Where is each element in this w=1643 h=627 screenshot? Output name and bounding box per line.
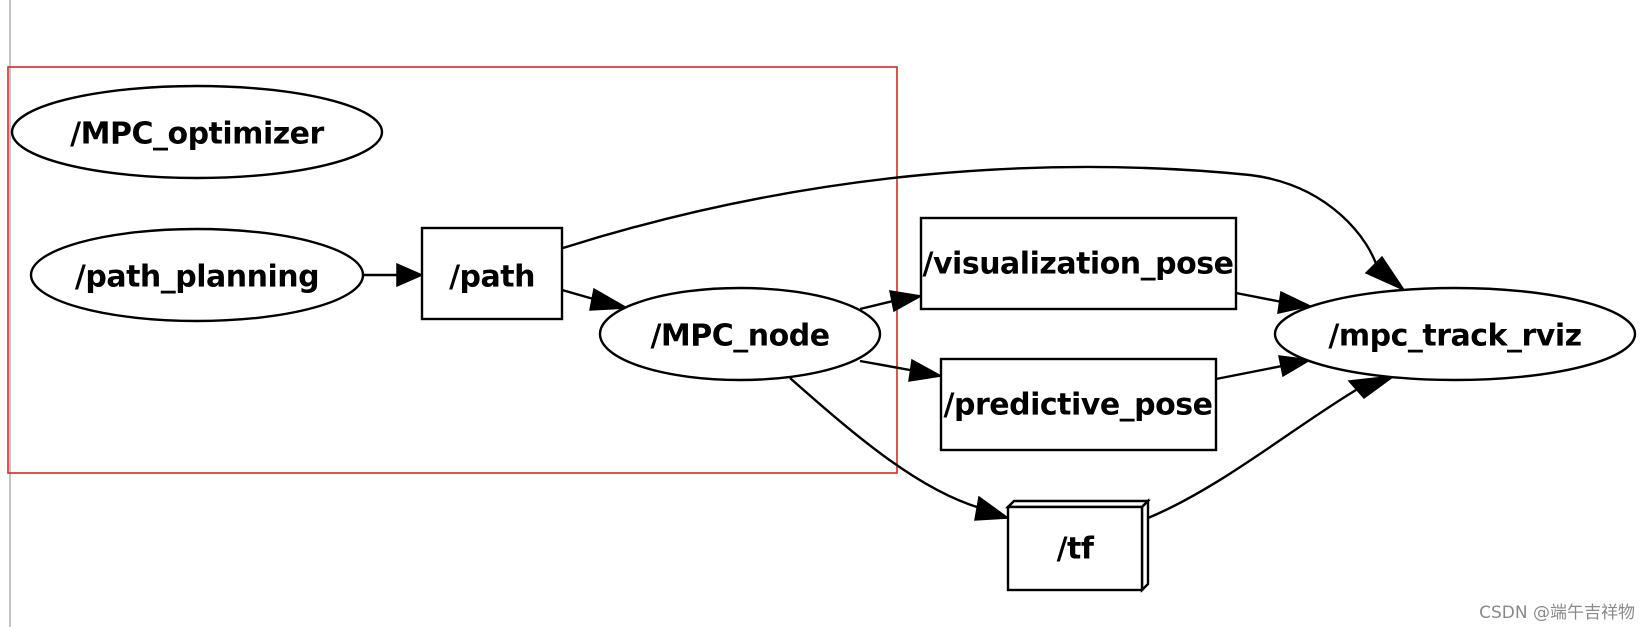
arrowhead-predictive-pose <box>908 358 944 382</box>
node-label: /path <box>449 260 535 295</box>
arrowhead-mpc-track-rviz-top <box>1364 255 1407 292</box>
arrowhead-rviz-from-visualization <box>1277 290 1313 314</box>
node-path-planning[interactable]: /path_planning <box>29 227 365 323</box>
node-predictive-pose[interactable]: /predictive_pose <box>939 357 1218 452</box>
node-label: /mpc_track_rviz <box>1328 319 1581 354</box>
arrowhead-tf <box>974 495 1011 521</box>
node-label: /MPC_node <box>650 319 829 354</box>
edge-tf-to-rviz <box>1147 388 1357 520</box>
node-label: /visualization_pose <box>923 247 1234 282</box>
node-mpc-node[interactable]: /MPC_node <box>598 286 882 382</box>
edge-visualization-pose-to-rviz <box>1235 291 1283 304</box>
node-label: /path_planning <box>75 260 319 295</box>
arrowhead-rviz-from-predictive <box>1278 355 1313 378</box>
edge-path-to-mpc-track-rviz <box>562 165 1380 271</box>
node-tf[interactable]: /tf <box>1005 498 1151 593</box>
edge-predictive-pose-to-rviz <box>1215 364 1283 381</box>
arrowhead-mpc-node <box>589 287 630 311</box>
highlight-box <box>7 66 898 474</box>
edge-mpc-node-to-tf <box>789 377 981 510</box>
node-visualization-pose[interactable]: /visualization_pose <box>919 216 1238 311</box>
node-label: /MPC_optimizer <box>70 117 324 152</box>
arrowhead-rviz-from-tf <box>1347 374 1397 400</box>
edge-mpc-node-to-predictive-pose <box>859 359 911 372</box>
edge-path-to-mpc-node <box>561 288 598 302</box>
edges <box>364 165 1407 521</box>
node-mpc-optimizer[interactable]: /MPC_optimizer <box>10 84 384 180</box>
arrowhead-visualization-pose <box>889 290 924 313</box>
watermark: CSDN @端午吉祥物 <box>1479 603 1635 623</box>
node-label: /predictive_pose <box>944 388 1213 423</box>
edge-mpc-node-to-visualization-pose <box>859 299 894 311</box>
arrowhead-path <box>396 262 424 288</box>
node-path-topic[interactable]: /path <box>420 226 564 321</box>
node-mpc-track-rviz[interactable]: /mpc_track_rviz <box>1273 286 1637 382</box>
node-label: /tf <box>1057 532 1095 567</box>
